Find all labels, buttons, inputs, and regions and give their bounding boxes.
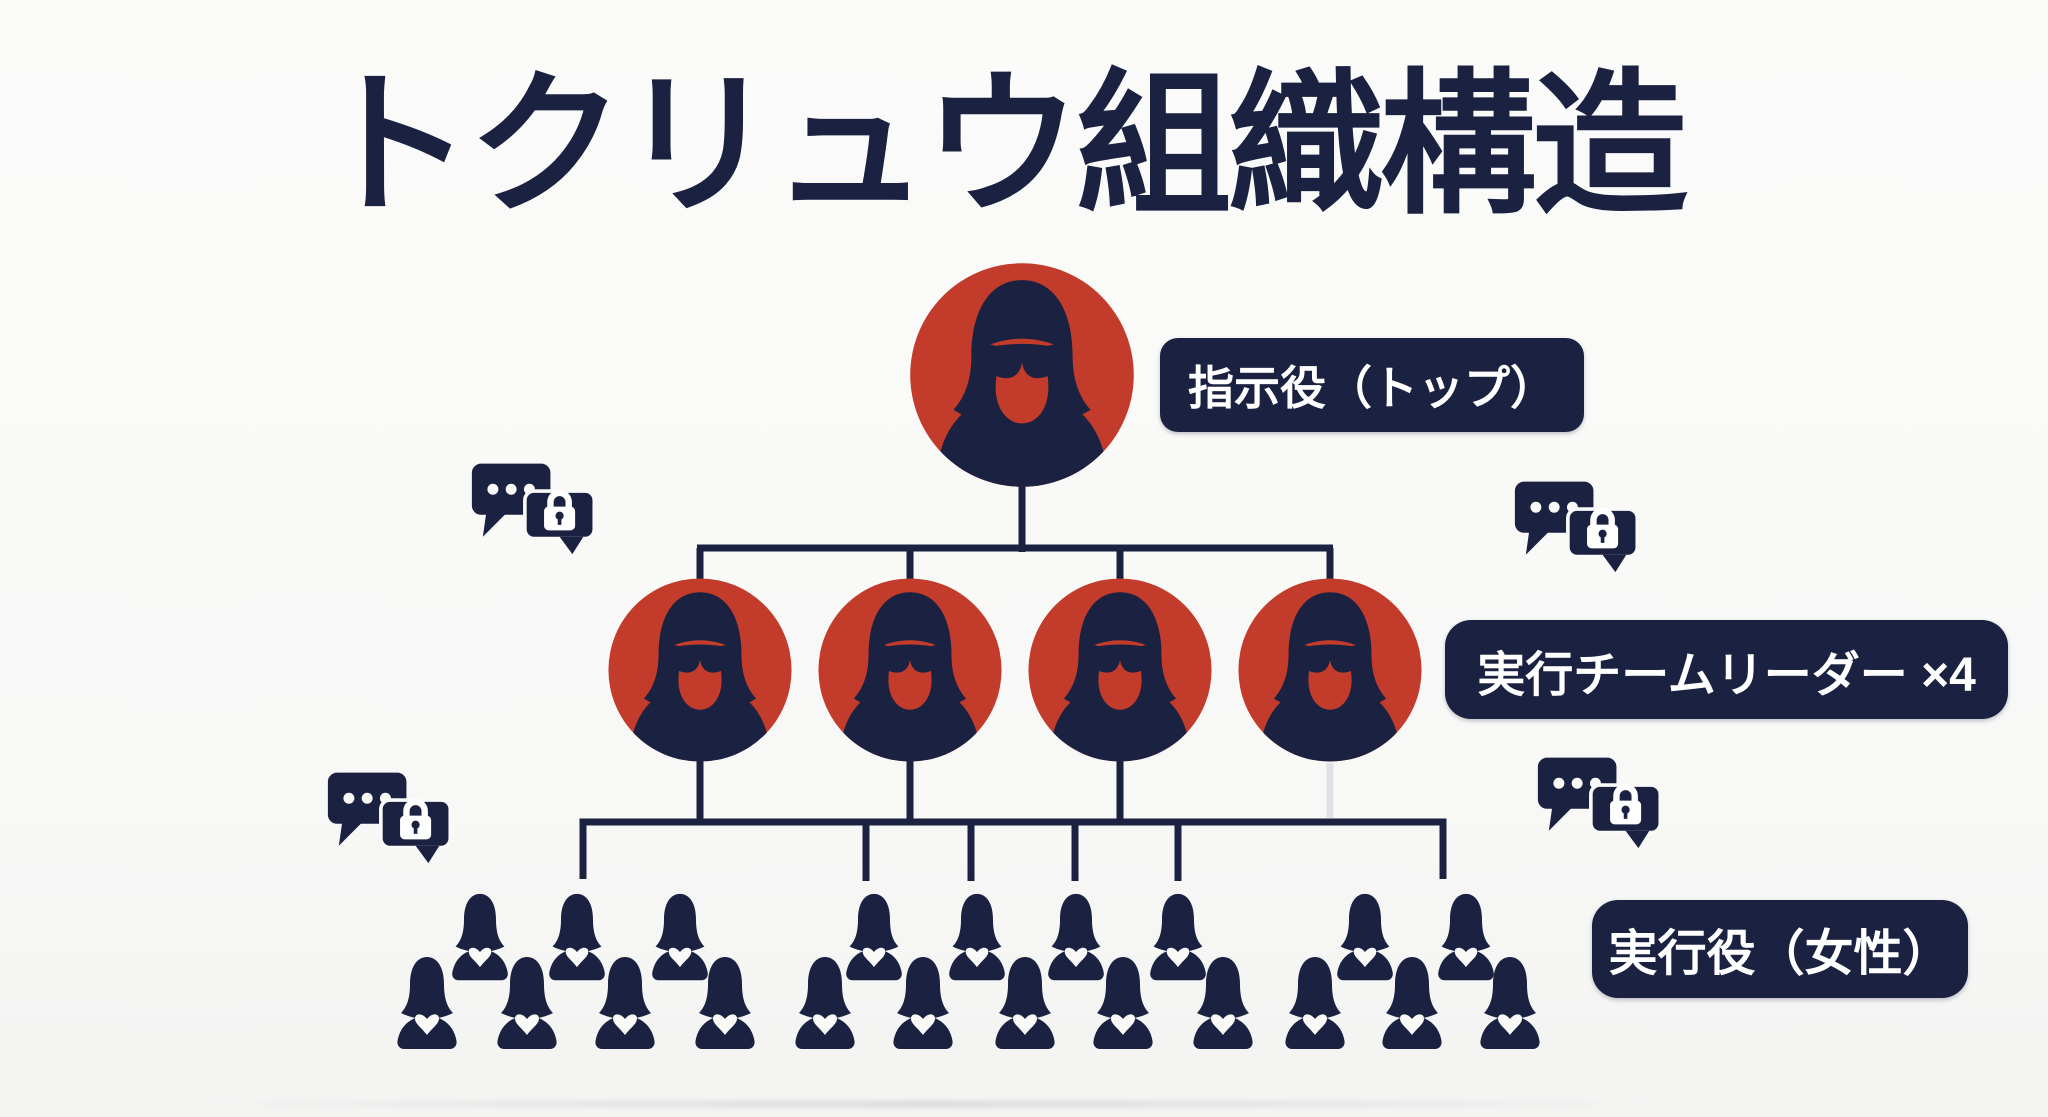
woman-icon — [549, 893, 605, 981]
leader-hooded-figure-icon — [608, 578, 791, 766]
encrypted-chat-icon — [1515, 482, 1637, 572]
executor-cluster-right — [1193, 893, 1540, 1049]
woman-icon — [1048, 893, 1104, 981]
woman-icon — [452, 893, 508, 981]
woman-icon — [1438, 893, 1494, 981]
woman-icon — [949, 893, 1005, 981]
woman-icon — [893, 957, 953, 1049]
woman-icon — [795, 957, 855, 1049]
badge-executor-role: 実行役（女性） — [1592, 900, 1968, 998]
executor-cluster-left — [397, 893, 755, 1049]
top-boss-hooded-figure-icon — [910, 263, 1134, 493]
floor-shadow — [180, 1097, 1680, 1111]
executor-cluster-middle — [795, 893, 1206, 1049]
woman-icon — [1285, 957, 1345, 1049]
leader-hooded-figure-icon — [1028, 578, 1211, 766]
woman-icon — [652, 893, 708, 981]
woman-icon — [397, 957, 457, 1049]
woman-icon — [846, 893, 902, 981]
woman-icon — [1337, 893, 1393, 981]
leader-nodes — [608, 578, 1421, 766]
connector-lines — [579, 484, 1447, 881]
encrypted-chat-icon — [328, 773, 450, 863]
encrypted-chat-icon — [1538, 758, 1660, 848]
encrypted-chat-icon — [472, 464, 594, 554]
org-chart-title: トクリュウ組織構造 — [316, 59, 1688, 233]
woman-icon — [1150, 893, 1206, 981]
leader-hooded-figure-icon — [818, 578, 1001, 766]
leader-hooded-figure-icon — [1238, 578, 1421, 766]
badge-leader-role: 実行チームリーダー ×4 — [1445, 620, 2008, 719]
badge-top-role: 指示役（トップ） — [1160, 338, 1584, 432]
